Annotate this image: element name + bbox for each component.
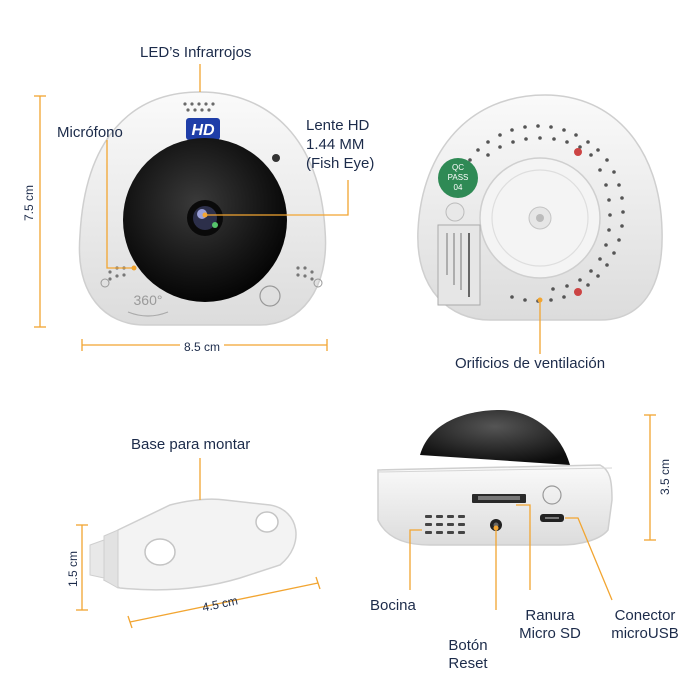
base-lines (76, 458, 321, 629)
qc-sticker (438, 158, 478, 198)
label-conector-line1: Conector (614, 607, 676, 624)
camera-side-view (377, 410, 613, 546)
label-conector-line2: microUSB (611, 625, 679, 642)
label-ventilacion: Orificios de ventilación (455, 355, 606, 372)
label-boton-line1: Botón (448, 637, 488, 654)
dim-base-height: 1.5 cm (66, 551, 80, 588)
dim-front-height: 7.5 cm (22, 185, 36, 222)
svg-text:04: 04 (454, 183, 463, 192)
vent-holes (468, 124, 625, 303)
label-lente: Lente HD 1.44 MM (Fish Eye) (306, 116, 374, 173)
mounting-base (89, 498, 297, 591)
view-360-mark: 360° (134, 292, 163, 308)
label-boton-reset: Botón Reset (438, 637, 498, 673)
label-ranura-line1: Ranura (525, 607, 575, 624)
label-bocina: Bocina (370, 597, 416, 614)
svg-text:PASS: PASS (448, 173, 469, 182)
dim-front-width: 8.5 cm (180, 340, 225, 354)
camera-back-view: QC PASS 04 (417, 94, 663, 321)
speaker-grille (425, 515, 465, 534)
label-base: Base para montar (131, 436, 251, 453)
ir-leds (183, 102, 215, 112)
label-conector-usb: Conector microUSB (600, 607, 690, 643)
svg-text:QC: QC (452, 163, 464, 172)
label-ranura-sd: Ranura Micro SD (505, 607, 595, 643)
label-lente-line3: (Fish Eye) (306, 155, 375, 172)
side-callouts (409, 414, 656, 610)
label-ranura-line2: Micro SD (519, 625, 581, 642)
label-lente-line2: 1.44 MM (306, 136, 365, 153)
label-microfono: Micrófono (57, 124, 123, 141)
label-boton-line2: Reset (448, 655, 488, 672)
hd-logo: HD (191, 122, 215, 139)
camera-front-view: HD 360° (78, 91, 327, 326)
front-callouts (106, 64, 349, 269)
label-leds: LED’s Infrarrojos (140, 44, 252, 61)
label-lente-line1: Lente HD (306, 117, 370, 134)
dim-side-height: 3.5 cm (658, 459, 672, 496)
